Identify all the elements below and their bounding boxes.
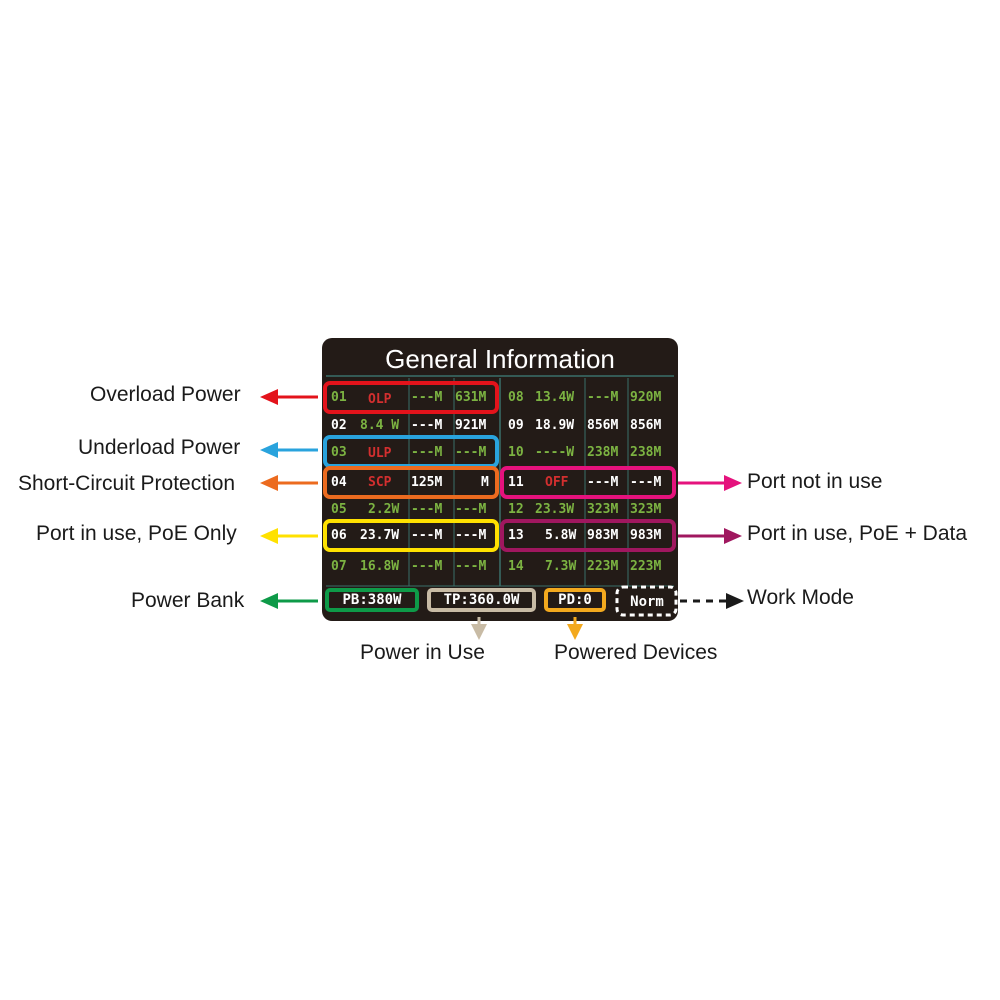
port-speed: 856M [630, 418, 662, 433]
power-bank-indicator: PB:380W [325, 588, 419, 612]
not-in-use-highlight [500, 466, 676, 499]
overload-highlight [323, 381, 499, 414]
port-speed: ---M [411, 502, 443, 517]
port-speed: 323M [587, 502, 619, 517]
port-speed: 983M [630, 528, 662, 543]
arrow-down-icon [471, 617, 487, 640]
port-number: 04 [331, 475, 347, 490]
port-number: 14 [508, 559, 524, 574]
port-speed: ---M [455, 502, 487, 517]
port-power: 23.3W [535, 502, 575, 517]
arrow-right-icon [678, 475, 742, 491]
port-power: 13.4W [535, 390, 575, 405]
port-power: OLP [368, 392, 392, 407]
arrow-left-icon [260, 528, 318, 544]
poe-data-label: Port in use, PoE + Data [747, 522, 968, 545]
port-power: 5.8W [545, 528, 577, 543]
port-speed: ---M [587, 475, 619, 490]
short-circuit-label: Short-Circuit Protection [18, 472, 236, 495]
port-power: 23.7W [360, 528, 400, 543]
port-power: 8.4 W [360, 418, 400, 433]
port-speed: ---M [411, 390, 443, 405]
port-number: 10 [508, 445, 524, 460]
port-speed: ---M [455, 559, 487, 574]
port-power: ULP [368, 446, 392, 461]
port-number: 01 [331, 390, 347, 405]
port-speed: ---M [630, 475, 662, 490]
port-number: 13 [508, 528, 524, 543]
power-in-use-indicator: TP:360.0W [427, 588, 536, 612]
port-speed: 856M [587, 418, 619, 433]
short-circuit-highlight [323, 466, 499, 499]
port-speed: ---M [587, 390, 619, 405]
poe-only-highlight [323, 519, 499, 552]
port-number: 09 [508, 418, 524, 433]
overload-label: Overload Power [90, 383, 241, 406]
port-speed: ---M [411, 418, 443, 433]
port-number: 03 [331, 445, 347, 460]
port-speed: 238M [630, 445, 662, 460]
port-power: OFF [545, 475, 569, 490]
port-speed: ---M [411, 559, 443, 574]
powered-devices-indicator: PD:0 [544, 588, 606, 612]
port-speed: ---M [455, 445, 487, 460]
port-power: ----W [535, 445, 575, 460]
port-number: 11 [508, 475, 524, 490]
port-number: 08 [508, 390, 524, 405]
arrow-left-icon [260, 442, 318, 458]
port-speed: 631M [455, 390, 487, 405]
port-number: 05 [331, 502, 347, 517]
poe-only-label: Port in use, PoE Only [36, 522, 237, 545]
port-speed: 983M [587, 528, 619, 543]
port-speed: 323M [630, 502, 662, 517]
port-power: SCP [368, 475, 392, 490]
work-mode-label: Work Mode [747, 586, 854, 609]
work-mode-indicator: Norm [630, 594, 664, 610]
port-number: 02 [331, 418, 347, 433]
port-number: 07 [331, 559, 347, 574]
port-speed: 125M [411, 475, 443, 490]
port-power: 2.2W [368, 502, 400, 517]
work-mode-highlight [615, 585, 678, 617]
panel-title: General Information [385, 344, 615, 374]
dashed-arrow-right-icon [680, 593, 744, 609]
arrow-left-icon [260, 593, 318, 609]
port-power: 16.8W [360, 559, 400, 574]
arrow-down-icon [567, 617, 583, 640]
port-number: 06 [331, 528, 347, 543]
power-bank-label: Power Bank [131, 589, 245, 612]
port-speed: M [481, 475, 489, 490]
powered-devices-label: Powered Devices [554, 641, 718, 664]
port-speed: ---M [455, 528, 487, 543]
port-speed: 920M [630, 390, 662, 405]
port-speed: 238M [587, 445, 619, 460]
port-speed: ---M [411, 445, 443, 460]
port-number: 12 [508, 502, 524, 517]
port-speed: 921M [455, 418, 487, 433]
port-power: 7.3W [545, 559, 577, 574]
port-power: 18.9W [535, 418, 575, 433]
port-speed: ---M [411, 528, 443, 543]
port-speed: 223M [630, 559, 662, 574]
arrow-right-icon [678, 528, 742, 544]
power-in-use-label: Power in Use [360, 641, 485, 664]
underload-label: Underload Power [78, 436, 241, 459]
arrow-left-icon [260, 389, 318, 405]
poe-data-highlight [500, 519, 676, 552]
arrow-left-icon [260, 475, 318, 491]
not-in-use-label: Port not in use [747, 470, 883, 493]
port-speed: 223M [587, 559, 619, 574]
